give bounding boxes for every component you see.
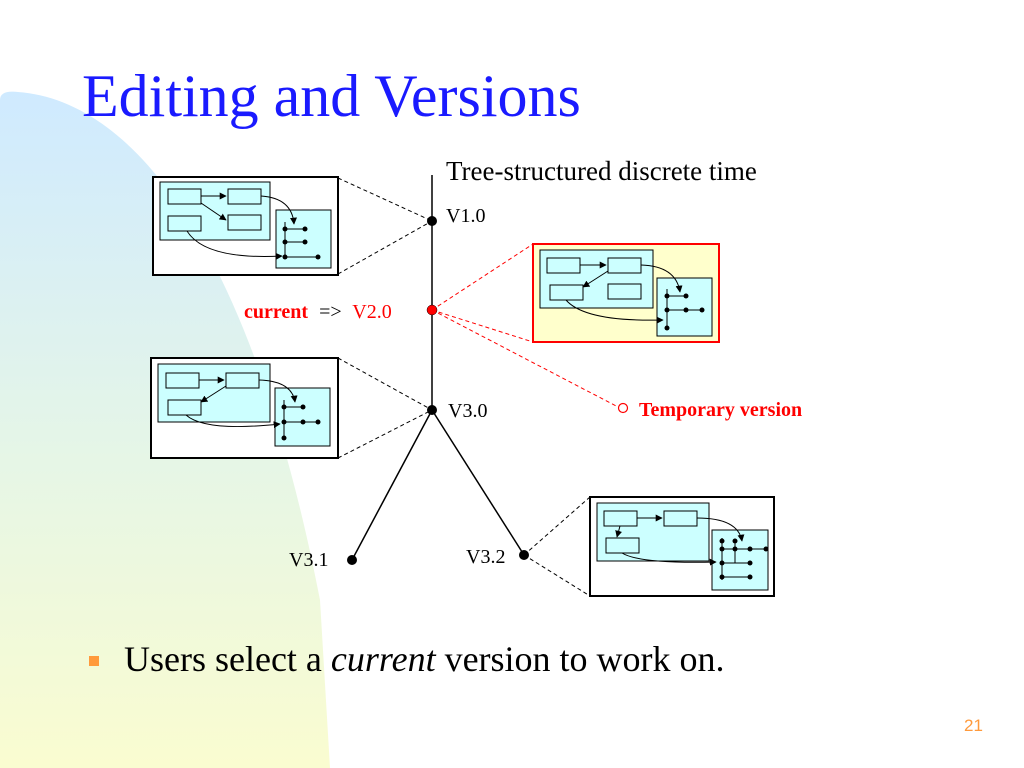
node-v1-0[interactable]	[427, 216, 437, 226]
version-tree	[351, 175, 525, 561]
node-v3-0[interactable]	[427, 405, 437, 415]
label-v3-0: V3.0	[448, 400, 487, 422]
current-prefix: current	[244, 301, 308, 323]
node-v3-1[interactable]	[347, 555, 357, 565]
bullet-text-before: Users select a	[124, 639, 322, 679]
dashed-connectors-current	[431, 243, 621, 409]
snapshot-v3-2	[589, 496, 775, 597]
snapshot-v2-0-current	[532, 243, 720, 343]
slide-title: Editing and Versions	[82, 63, 581, 129]
bullet-marker	[89, 656, 99, 666]
dashed-connectors	[337, 177, 591, 597]
temporary-version-label: Temporary version	[639, 399, 802, 421]
snapshot-v3-0	[150, 357, 339, 459]
bullet-text-after: version to work on.	[444, 639, 725, 679]
snapshot-v1-0	[152, 176, 339, 276]
label-v2-0: V2.0	[352, 301, 391, 323]
page-number: 21	[964, 716, 983, 735]
label-v1-0: V1.0	[446, 205, 485, 227]
label-v3-1: V3.1	[289, 549, 328, 571]
diagram-heading: Tree-structured discrete time	[446, 156, 757, 186]
bullet-text: Users select a current version to work o…	[124, 638, 725, 681]
node-v3-2[interactable]	[519, 550, 529, 560]
current-arrow: =>	[319, 301, 342, 323]
node-temporary[interactable]	[617, 402, 629, 414]
label-v3-2: V3.2	[466, 546, 505, 568]
node-v2-0[interactable]	[426, 304, 438, 316]
bullet-text-emphasis: current	[330, 639, 436, 679]
current-version-label: current => V2.0	[244, 301, 392, 323]
